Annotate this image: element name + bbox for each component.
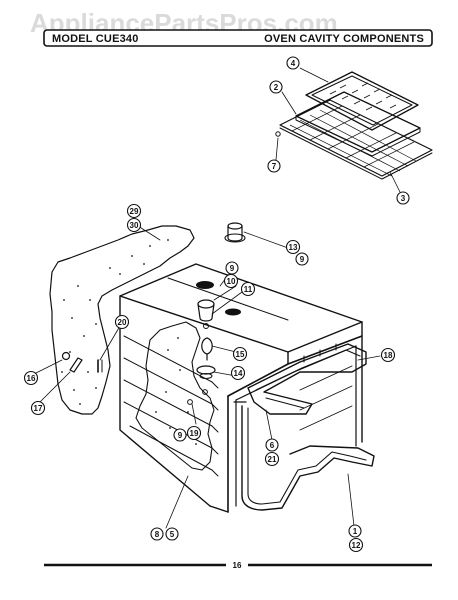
svg-text:18: 18 [384,351,393,360]
callout-9c: 9 [173,428,187,442]
svg-text:9: 9 [178,431,183,440]
svg-text:30: 30 [130,221,139,230]
svg-text:4: 4 [291,59,296,68]
svg-text:10: 10 [227,277,236,286]
callout-29: 29 [126,203,142,219]
callout-9a: 9 [295,252,309,266]
svg-text:15: 15 [236,350,245,359]
light-bulb [201,337,213,361]
callout-14: 14 [230,365,246,381]
svg-text:5: 5 [170,530,175,539]
svg-text:6: 6 [270,441,275,450]
callout-11: 11 [240,281,256,297]
svg-text:13: 13 [289,243,298,252]
callout-3: 3 [396,191,410,205]
header-bar: MODEL CUE340 OVEN CAVITY COMPONENTS [43,29,433,47]
svg-text:29: 29 [130,207,139,216]
svg-text:17: 17 [34,404,43,413]
callout-2: 2 [269,80,283,94]
insulation-cutaway [135,321,215,471]
rack-support-clips [61,351,83,373]
page-number: 16 [233,561,242,570]
svg-text:14: 14 [234,369,243,378]
vent-grommet [224,222,246,243]
callout-7: 7 [267,159,281,173]
footer: 16 [44,561,432,570]
svg-text:7: 7 [272,162,277,171]
callout-9b: 9 [225,261,239,275]
callout-15: 15 [232,346,248,362]
svg-text:9: 9 [300,255,305,264]
callout-1: 1 [348,524,362,538]
svg-text:8: 8 [155,530,160,539]
oven-rack [275,99,433,180]
leader-lines [29,67,401,529]
callout-5: 5 [165,527,179,541]
svg-text:19: 19 [190,429,199,438]
callout-6: 6 [265,438,279,452]
callout-21: 21 [264,451,280,467]
sensor-probe [97,359,103,373]
callout-19: 19 [186,425,202,441]
callout-12: 12 [348,537,364,553]
svg-text:2: 2 [274,83,279,92]
svg-text:3: 3 [401,194,406,203]
callout-18: 18 [380,347,396,363]
oven-light-socket [197,299,215,329]
broil-element [247,343,367,415]
svg-text:1: 1 [353,527,358,536]
svg-text:11: 11 [244,285,253,294]
callout-4: 4 [286,56,300,70]
broiler-pan-insert [305,71,419,131]
svg-text:20: 20 [118,318,127,327]
svg-text:21: 21 [268,455,277,464]
light-lens [196,365,216,379]
callout-13: 13 [285,239,301,255]
insulation-blanket [49,225,195,415]
svg-text:12: 12 [352,541,361,550]
callout-10: 10 [223,273,239,289]
model-label: MODEL CUE340 [52,33,139,45]
svg-text:9: 9 [230,264,235,273]
callout-20: 20 [114,314,130,330]
callout-17: 17 [30,400,46,416]
section-title: OVEN CAVITY COMPONENTS [264,33,424,45]
callout-16: 16 [23,370,39,386]
callout-30: 30 [126,217,142,233]
screws [187,389,208,405]
svg-text:16: 16 [27,374,36,383]
oven-cavity [119,263,363,513]
callout-8: 8 [150,527,164,541]
bake-element [233,401,375,511]
